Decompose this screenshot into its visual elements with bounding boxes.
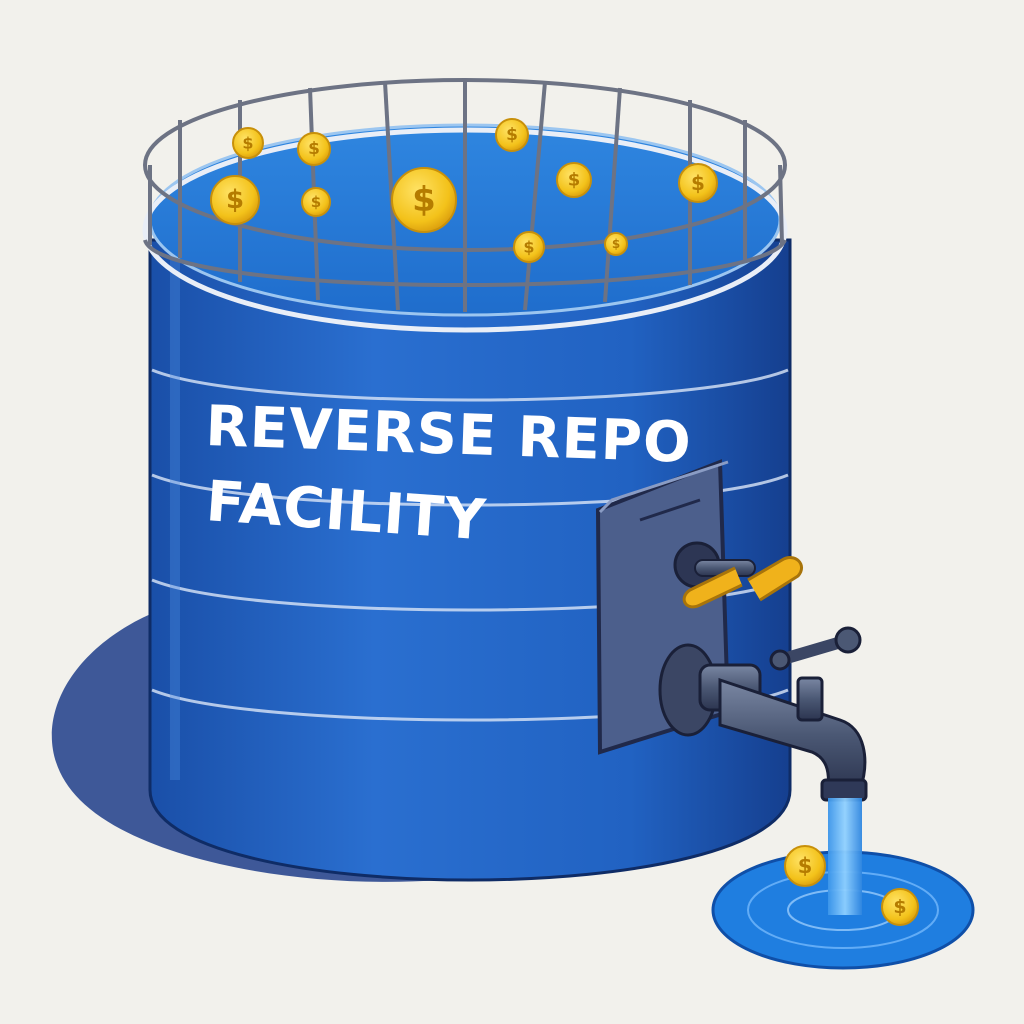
valve-handle bbox=[673, 541, 804, 609]
coin: $ bbox=[391, 167, 457, 233]
coin: $ bbox=[495, 118, 529, 152]
faucet bbox=[658, 626, 868, 802]
coin: $ bbox=[604, 232, 628, 256]
coin: $ bbox=[513, 231, 545, 263]
floating-coins: $ $ $ $ $ $ $ $ bbox=[210, 118, 718, 263]
tank-band bbox=[151, 473, 789, 507]
svg-text:$: $ bbox=[308, 139, 320, 159]
svg-text:$: $ bbox=[798, 854, 813, 878]
svg-text:$: $ bbox=[226, 185, 244, 215]
svg-text:$: $ bbox=[242, 134, 253, 153]
svg-text:$: $ bbox=[506, 125, 518, 145]
tank-band bbox=[151, 578, 789, 612]
svg-text:$: $ bbox=[568, 170, 581, 191]
coin: $ bbox=[297, 132, 331, 166]
svg-text:$: $ bbox=[893, 896, 906, 918]
water-stream bbox=[828, 798, 862, 915]
svg-text:$: $ bbox=[412, 180, 436, 220]
tank-band bbox=[151, 368, 789, 402]
svg-text:$: $ bbox=[311, 193, 321, 211]
coin: $ bbox=[232, 127, 264, 159]
coin: $ bbox=[881, 888, 919, 926]
coin: $ bbox=[210, 175, 260, 225]
svg-text:$: $ bbox=[691, 171, 705, 195]
svg-text:$: $ bbox=[612, 237, 620, 251]
coin: $ bbox=[678, 163, 718, 203]
coin: $ bbox=[301, 187, 331, 217]
coin: $ bbox=[784, 845, 826, 887]
puddle-coins: $ $ bbox=[784, 845, 919, 926]
coin: $ bbox=[556, 162, 592, 198]
tank-railing bbox=[143, 78, 787, 312]
svg-text:$: $ bbox=[523, 238, 534, 257]
